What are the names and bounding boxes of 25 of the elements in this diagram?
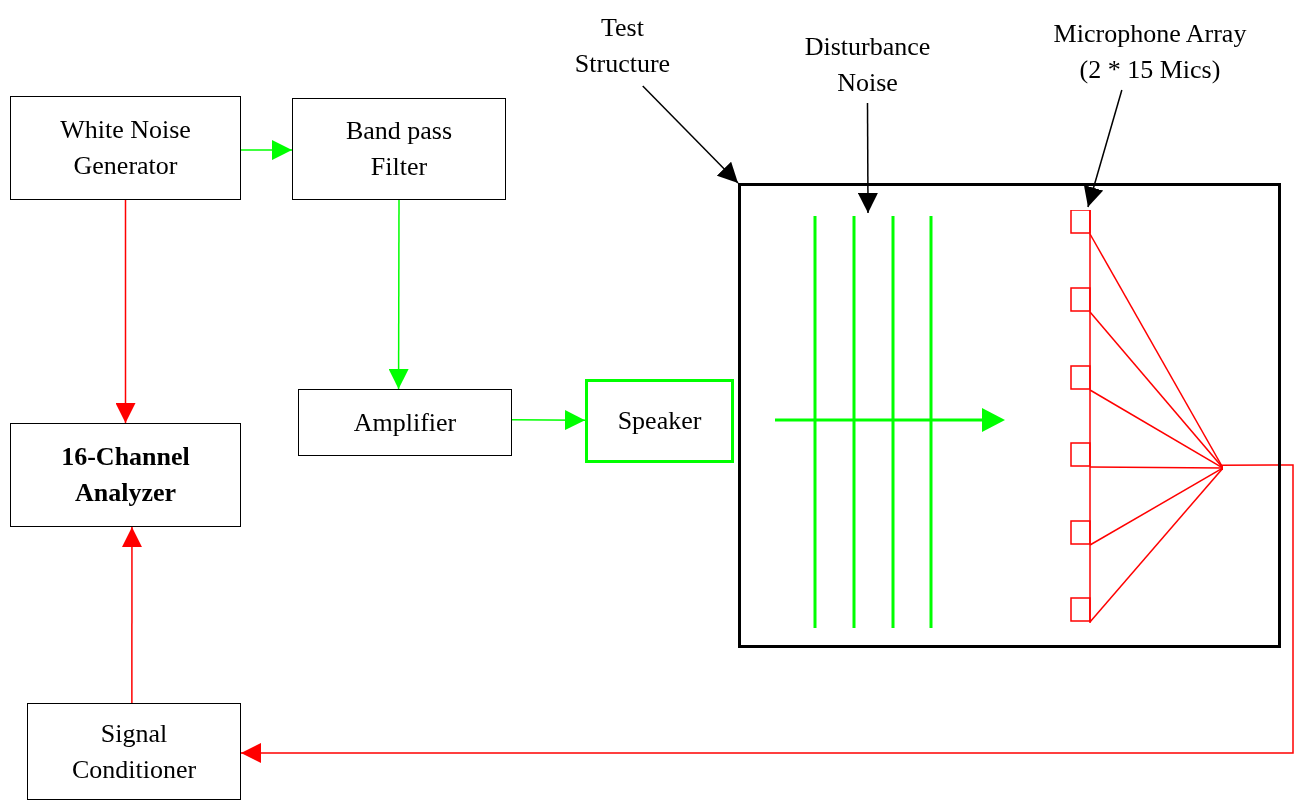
box-label: 16-Channel Analyzer (60, 441, 191, 509)
arrow (121, 526, 142, 704)
box-label: Amplifier (352, 406, 458, 439)
process-box (10, 96, 241, 200)
test-structure-frame (738, 183, 1281, 648)
arrow (1083, 89, 1123, 208)
callout-text: Microphone Array (2 * 15 Mics) (1052, 18, 1248, 86)
process-box (27, 703, 241, 800)
box-label: White Noise Generator (59, 114, 192, 182)
arrow (115, 199, 136, 424)
speaker-box (585, 379, 734, 463)
arrow (511, 410, 586, 431)
process-box (292, 98, 506, 200)
box-label: Speaker (616, 405, 703, 437)
process-box (10, 423, 241, 527)
callout-text: Test Structure (573, 12, 672, 80)
arrow (388, 199, 409, 390)
callout-text: Disturbance Noise (803, 30, 932, 99)
box-label: Signal Conditioner (70, 717, 198, 786)
arrow (642, 85, 739, 184)
arrow (240, 464, 1294, 763)
arrow (240, 140, 293, 161)
arrow (857, 102, 878, 214)
process-box (298, 389, 512, 456)
box-label: Band pass Filter (344, 115, 454, 183)
